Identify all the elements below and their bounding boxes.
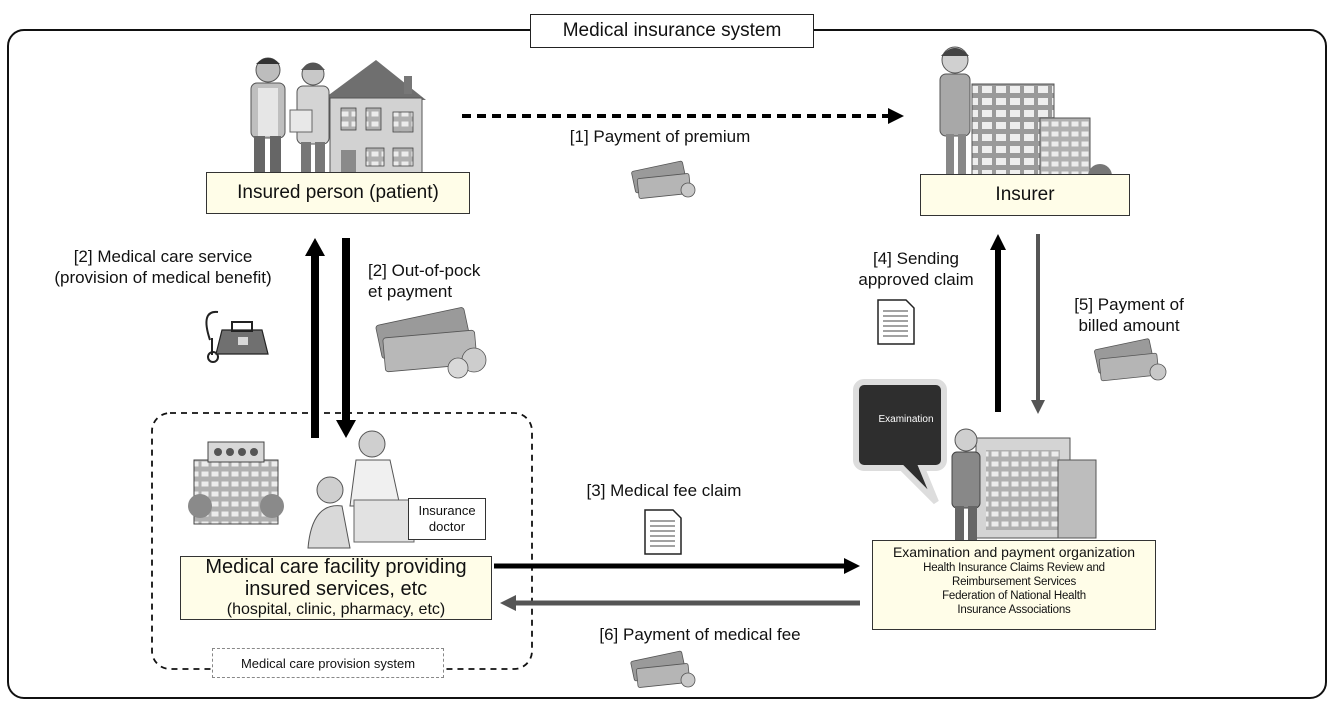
- document-icon-fee-claim: [644, 509, 682, 555]
- flow-medical-care-line1: [2] Medical care service: [73, 247, 253, 266]
- arrow-premium-head: [888, 108, 904, 124]
- exam-org-line1: Examination and payment organization: [892, 544, 1136, 560]
- insurance-doctor-line1: Insurance: [418, 503, 476, 518]
- money-icon-out-of-pocket: [375, 307, 487, 379]
- arrow-billed-amount-head: [1031, 400, 1045, 414]
- flow-medical-care-label: [2] Medical care service (provision of m…: [18, 246, 308, 288]
- arrow-out-of-pocket-head: [336, 420, 356, 438]
- flow-billed-amount-line2: billed amount: [1078, 316, 1180, 335]
- arrow-approved-claim-head: [990, 234, 1006, 250]
- exam-org-illustration: [853, 379, 1097, 548]
- exam-org-line4: Federation of National Health: [942, 590, 1086, 602]
- flow-fee-claim-label: [3] Medical fee claim: [586, 481, 742, 500]
- arrow-medical-fee-head: [500, 595, 516, 611]
- medical-facility-line2: insured services, etc: [244, 578, 428, 600]
- medical-facility-line1: Medical care facility providing: [205, 556, 467, 578]
- exam-org-line2: Health Insurance Claims Review and: [923, 562, 1105, 574]
- flow-out-of-pocket-line2: et payment: [368, 282, 453, 301]
- arrow-fee-claim-head: [844, 558, 860, 574]
- flow-out-of-pocket-line1: [2] Out-of-pock: [368, 261, 481, 280]
- medical-bag-icon: [205, 310, 269, 363]
- flow-billed-amount-line1: [5] Payment of: [1074, 295, 1184, 314]
- diagram-title: Medical insurance system: [530, 14, 814, 48]
- family-house-illustration: [250, 57, 426, 197]
- medical-facility-line3: (hospital, clinic, pharmacy, etc): [226, 601, 446, 618]
- insurance-doctor-line2: doctor: [428, 519, 466, 534]
- document-icon-approved-claim: [877, 299, 915, 345]
- flow-medical-fee-label: [6] Payment of medical fee: [599, 625, 801, 644]
- flow-medical-care-line2: (provision of medical benefit): [54, 268, 272, 287]
- exam-org-box: Examination and payment organization Hea…: [872, 540, 1156, 630]
- insured-person-box: Insured person (patient): [206, 172, 470, 214]
- flow-premium-label: [1] Payment of premium: [569, 127, 751, 146]
- money-icon-medical-fee: [630, 650, 696, 688]
- care-provision-system-label: Medical care provision system: [212, 648, 444, 678]
- exam-org-line5: Insurance Associations: [957, 604, 1071, 616]
- flow-out-of-pocket-label: [2] Out-of-pock et payment: [368, 260, 518, 302]
- exam-org-line3: Reimbursement Services: [951, 576, 1077, 588]
- flow-billed-amount-label: [5] Payment of billed amount: [1054, 294, 1204, 336]
- medical-facility-box: Medical care facility providing insured …: [180, 556, 492, 620]
- insurer-box: Insurer: [920, 174, 1130, 216]
- insurance-doctor-box: Insurance doctor: [408, 498, 486, 540]
- money-icon-billed-amount: [1094, 338, 1167, 382]
- money-icon-premium: [631, 160, 696, 199]
- arrow-medical-care-head: [305, 238, 325, 256]
- examination-bubble: [853, 379, 947, 505]
- bubble-examination-text: Examination: [878, 414, 934, 425]
- flow-approved-claim-line1: [4] Sending: [872, 249, 959, 268]
- hospital-doctor-illustration: [188, 430, 415, 549]
- flow-approved-claim-label: [4] Sending approved claim: [842, 248, 990, 290]
- flow-approved-claim-line2: approved claim: [858, 270, 974, 289]
